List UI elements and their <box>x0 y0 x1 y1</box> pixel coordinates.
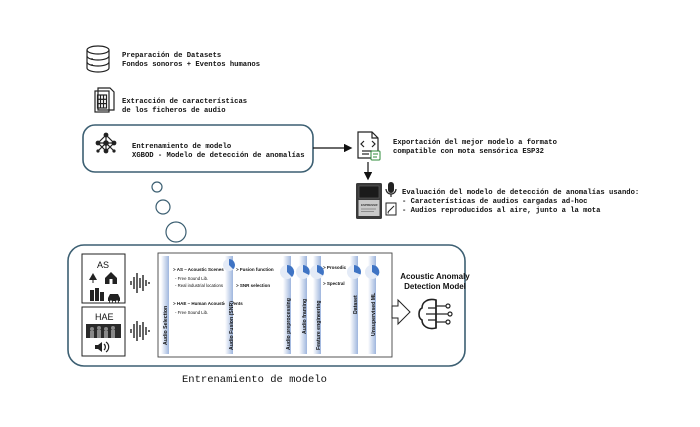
as-item-title: > AS – Acoustic Scenes <box>173 267 224 272</box>
nature-icon <box>89 273 97 283</box>
step-extraction-line1: Extracción de características <box>122 98 247 106</box>
stage-audio-preprocessing: Audio preprocessing <box>280 256 295 354</box>
code-file-icon <box>357 131 381 161</box>
stage-audio-preprocessing-label: Audio preprocessing <box>286 298 292 350</box>
step-evaluation-line2: - Características de audios cargadas ad-… <box>402 198 587 206</box>
speaker-sound-icon <box>95 341 110 353</box>
spreadsheet-file-icon <box>94 87 115 113</box>
stage-audio-framing-progress <box>303 265 310 275</box>
stage-dataset: Dataset <box>347 256 361 354</box>
as-item-bullet-1: - Free Sound Lib. <box>175 276 208 281</box>
hae-label: HAE <box>95 312 114 322</box>
zoom-bubble-medium <box>155 199 171 215</box>
snr-selection-item: > SNR selection <box>236 283 270 288</box>
stage-unsupervised-ml-progress <box>372 264 380 276</box>
model-title-line1: Acoustic Anomaly <box>400 272 470 281</box>
stage-audio-selection-label: Audio Selection <box>163 306 169 345</box>
diagram-caption: Entrenamiento de modelo <box>182 374 327 386</box>
microphone-icon <box>385 182 397 197</box>
model-title-line2: Detection Model <box>404 282 466 291</box>
sound-wave-as-icon <box>130 273 150 293</box>
step-datasets-line2: Fondos sonoros + Eventos humanos <box>122 61 260 69</box>
step-datasets-line1: Preparación de Datasets <box>122 52 221 60</box>
city-icon <box>90 288 104 301</box>
stage-audio-framing: Audio framing <box>296 256 310 354</box>
fusion-function-item: > Fusion function <box>236 267 274 272</box>
chip-brand-label: ESPRESSIF <box>361 203 378 207</box>
hae-item-bullet-1: - Free Sound Lib. <box>175 310 208 315</box>
stage-feature-engineering: Feature engineering > Prosodic > Spectra… <box>310 256 347 354</box>
neural-network-icon <box>95 132 117 154</box>
as-label: AS <box>97 260 109 270</box>
stage-feature-engineering-label: Feature engineering <box>316 300 322 350</box>
stage-audio-framing-label: Audio framing <box>302 299 308 334</box>
stage-dataset-label: Dataset <box>353 295 359 314</box>
database-icon <box>86 45 110 73</box>
as-item-bullet-2: - Real industrial locations <box>175 283 223 288</box>
step-training-line1: Entrenamiento de modelo <box>132 143 231 151</box>
stage-dataset-progress <box>354 265 361 275</box>
spectral-item: > Spectral <box>323 281 345 286</box>
zoom-bubble-large <box>165 221 187 243</box>
step-extraction-line2: de los ficheros de audio <box>122 107 226 115</box>
house-icon <box>105 272 117 284</box>
step-training-line2: XGBOD - Modelo de detección de anomalías <box>132 152 305 160</box>
crowd-icon <box>86 324 121 338</box>
stage-unsupervised-ml: Unsupervised ML <box>365 256 380 354</box>
file-edit-icon <box>385 202 397 216</box>
car-icon <box>108 294 120 304</box>
zoom-bubble-small <box>151 181 163 193</box>
ai-brain-icon <box>418 298 453 330</box>
esp32-chip-icon: ESPRESSIF <box>356 183 382 219</box>
stage-audio-preprocessing-progress <box>287 264 295 277</box>
stage-audio-selection: Audio Selection > AS – Acoustic Scenes -… <box>161 256 243 354</box>
stage-audio-fusion-progress <box>229 259 235 270</box>
prosodic-item: > Prosodic <box>323 265 347 270</box>
stage-audio-fusion: Audio Fusion (SNR) > Fusion function > S… <box>223 256 274 354</box>
step-export-line2: compatible con mota sensórica ESP32 <box>393 148 544 156</box>
step-evaluation-line3: - Audios reproducidos al aire, junto a l… <box>402 207 601 215</box>
step-export-line1: Exportación del mejor modelo a formato <box>393 139 557 147</box>
stage-unsupervised-ml-label: Unsupervised ML <box>371 292 377 336</box>
sound-wave-hae-icon <box>130 321 150 341</box>
stage-feature-engineering-progress <box>317 265 324 276</box>
step-evaluation-line1: Evaluación del modelo de detección de an… <box>402 189 639 197</box>
hae-item-title: > HAE – Human Acoustic Events <box>173 301 243 306</box>
arrow-to-model <box>391 298 411 326</box>
stage-audio-fusion-label: Audio Fusion (SNR) <box>229 301 235 350</box>
